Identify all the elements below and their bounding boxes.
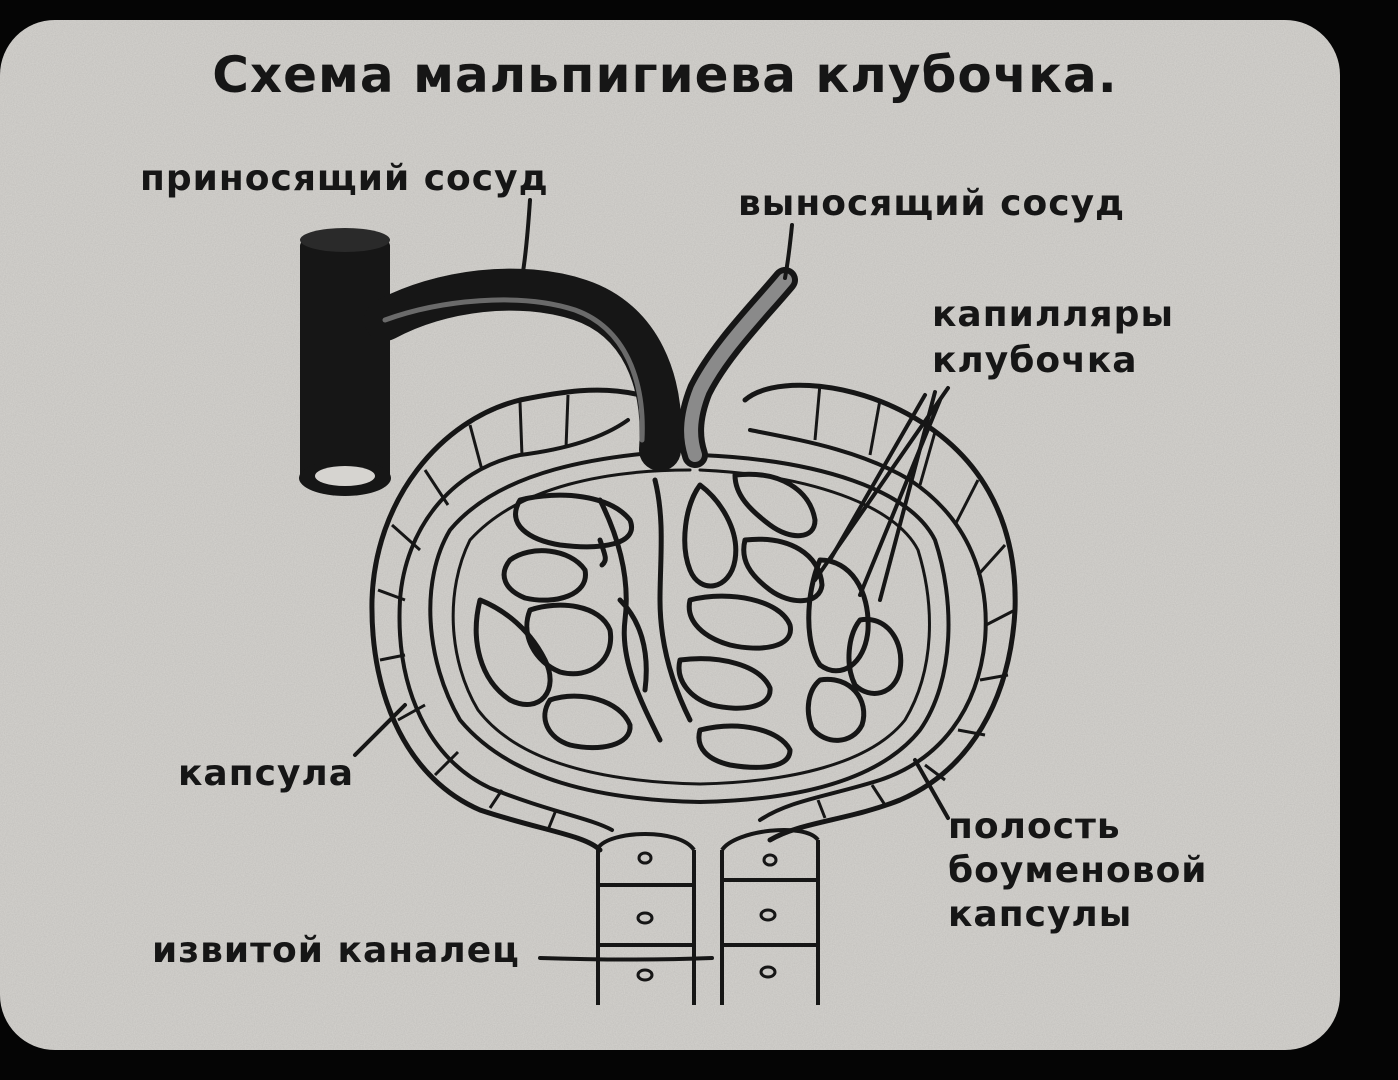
- convoluted-tubule: [596, 828, 820, 1005]
- label-cavity-line2: боуменовой: [948, 850, 1208, 891]
- label-cavity-line1: полость: [948, 806, 1121, 847]
- label-convoluted-tubule: извитой каналец: [152, 930, 520, 971]
- leader-lines: [353, 198, 950, 962]
- label-cavity-line3: капсулы: [948, 894, 1132, 935]
- label-capillaries-line2: клубочка: [932, 340, 1138, 381]
- label-efferent-vessel: выносящий сосуд: [738, 183, 1125, 224]
- page-title: Схема мальпигиева клубочка.: [212, 46, 1118, 104]
- afferent-vessel: [299, 228, 682, 496]
- bowman-capsule: [369, 382, 1018, 853]
- tubule-cell-nuclei: [636, 851, 778, 982]
- label-afferent-vessel: приносящий сосуд: [140, 158, 549, 199]
- capsule-cells: [377, 383, 1016, 831]
- label-capsule: капсула: [178, 753, 354, 794]
- capillary-tuft: [473, 471, 904, 770]
- label-capillaries-line1: капилляры: [932, 294, 1174, 335]
- efferent-vessel: [678, 267, 798, 468]
